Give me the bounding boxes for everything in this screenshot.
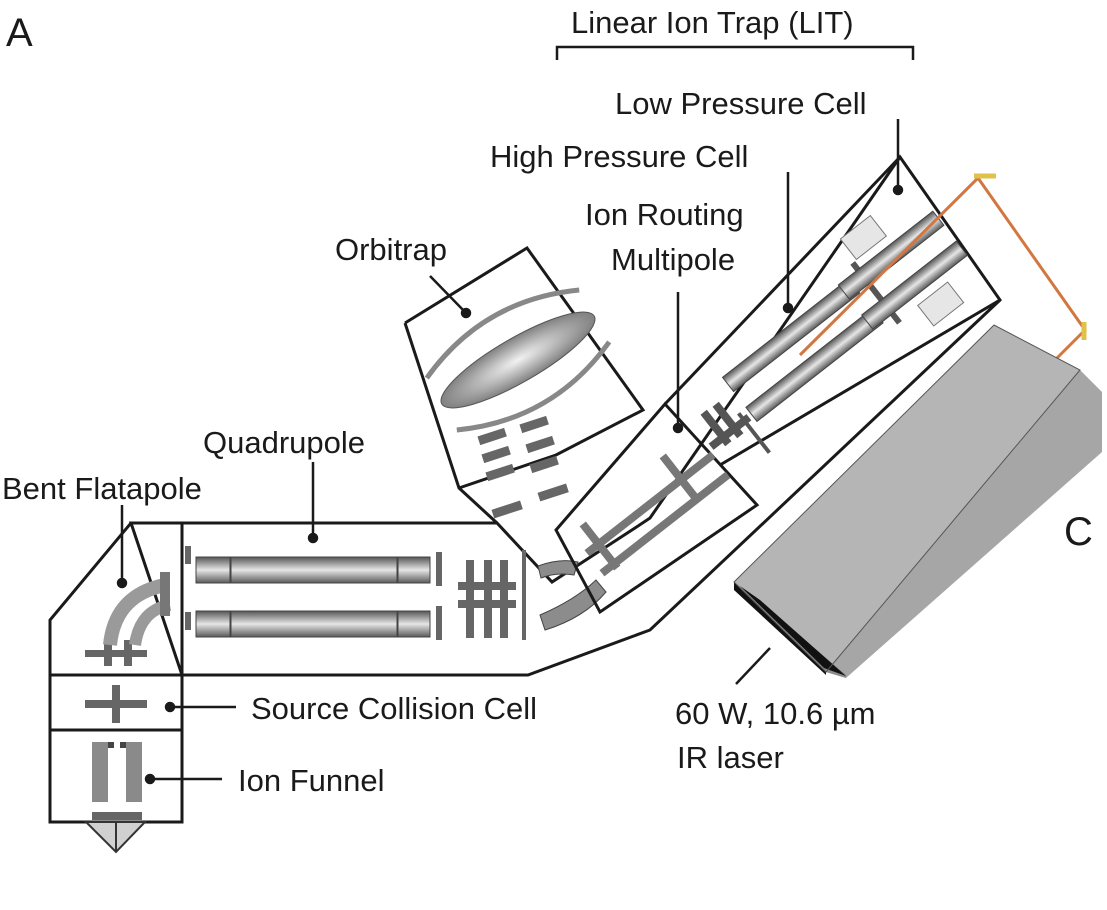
label-source-collision-cell: Source Collision Cell bbox=[251, 691, 537, 726]
ion-routing-multipole-housing bbox=[554, 401, 760, 615]
quadrupole-rods bbox=[185, 546, 442, 640]
source-collision-cell-electrodes bbox=[85, 640, 147, 723]
lit-entrance-lenses bbox=[700, 401, 771, 454]
linear-ion-trap-housing bbox=[663, 155, 1001, 467]
panel-letter-a: A bbox=[6, 11, 33, 55]
label-bent-flatapole: Bent Flatapole bbox=[2, 471, 202, 506]
lit-bracket bbox=[555, 45, 915, 60]
ion-funnel-assembly bbox=[83, 742, 148, 854]
label-laser-line2: IR laser bbox=[677, 740, 784, 775]
label-ion-funnel: Ion Funnel bbox=[238, 763, 385, 798]
curved-c-trap bbox=[537, 560, 607, 631]
label-ion-routing-line2: Multipole bbox=[611, 242, 735, 277]
label-ion-routing-line1: Ion Routing bbox=[585, 197, 744, 232]
label-laser-line1: 60 W, 10.6 µm bbox=[675, 696, 876, 731]
transfer-lens-stack bbox=[458, 550, 526, 640]
orbitrap-electrode bbox=[424, 287, 612, 433]
ir-laser-body bbox=[733, 324, 1102, 678]
panel-letter-c: C bbox=[1064, 510, 1093, 554]
label-high-pressure-cell: High Pressure Cell bbox=[490, 139, 748, 174]
label-orbitrap: Orbitrap bbox=[335, 232, 447, 267]
ion-routing-multipole-rods bbox=[579, 451, 731, 577]
c-trap-plates bbox=[477, 415, 569, 519]
bent-flatapole-rods bbox=[103, 572, 172, 647]
orbitrap-housing bbox=[403, 245, 646, 525]
label-quadrupole: Quadrupole bbox=[203, 425, 365, 460]
low-pressure-cell-rods bbox=[837, 210, 969, 330]
laser-beam-path bbox=[798, 173, 1087, 362]
lit-bracket-label: Linear Ion Trap (LIT) bbox=[571, 5, 854, 40]
leader-lines bbox=[116, 119, 904, 785]
label-low-pressure-cell: Low Pressure Cell bbox=[615, 86, 867, 121]
